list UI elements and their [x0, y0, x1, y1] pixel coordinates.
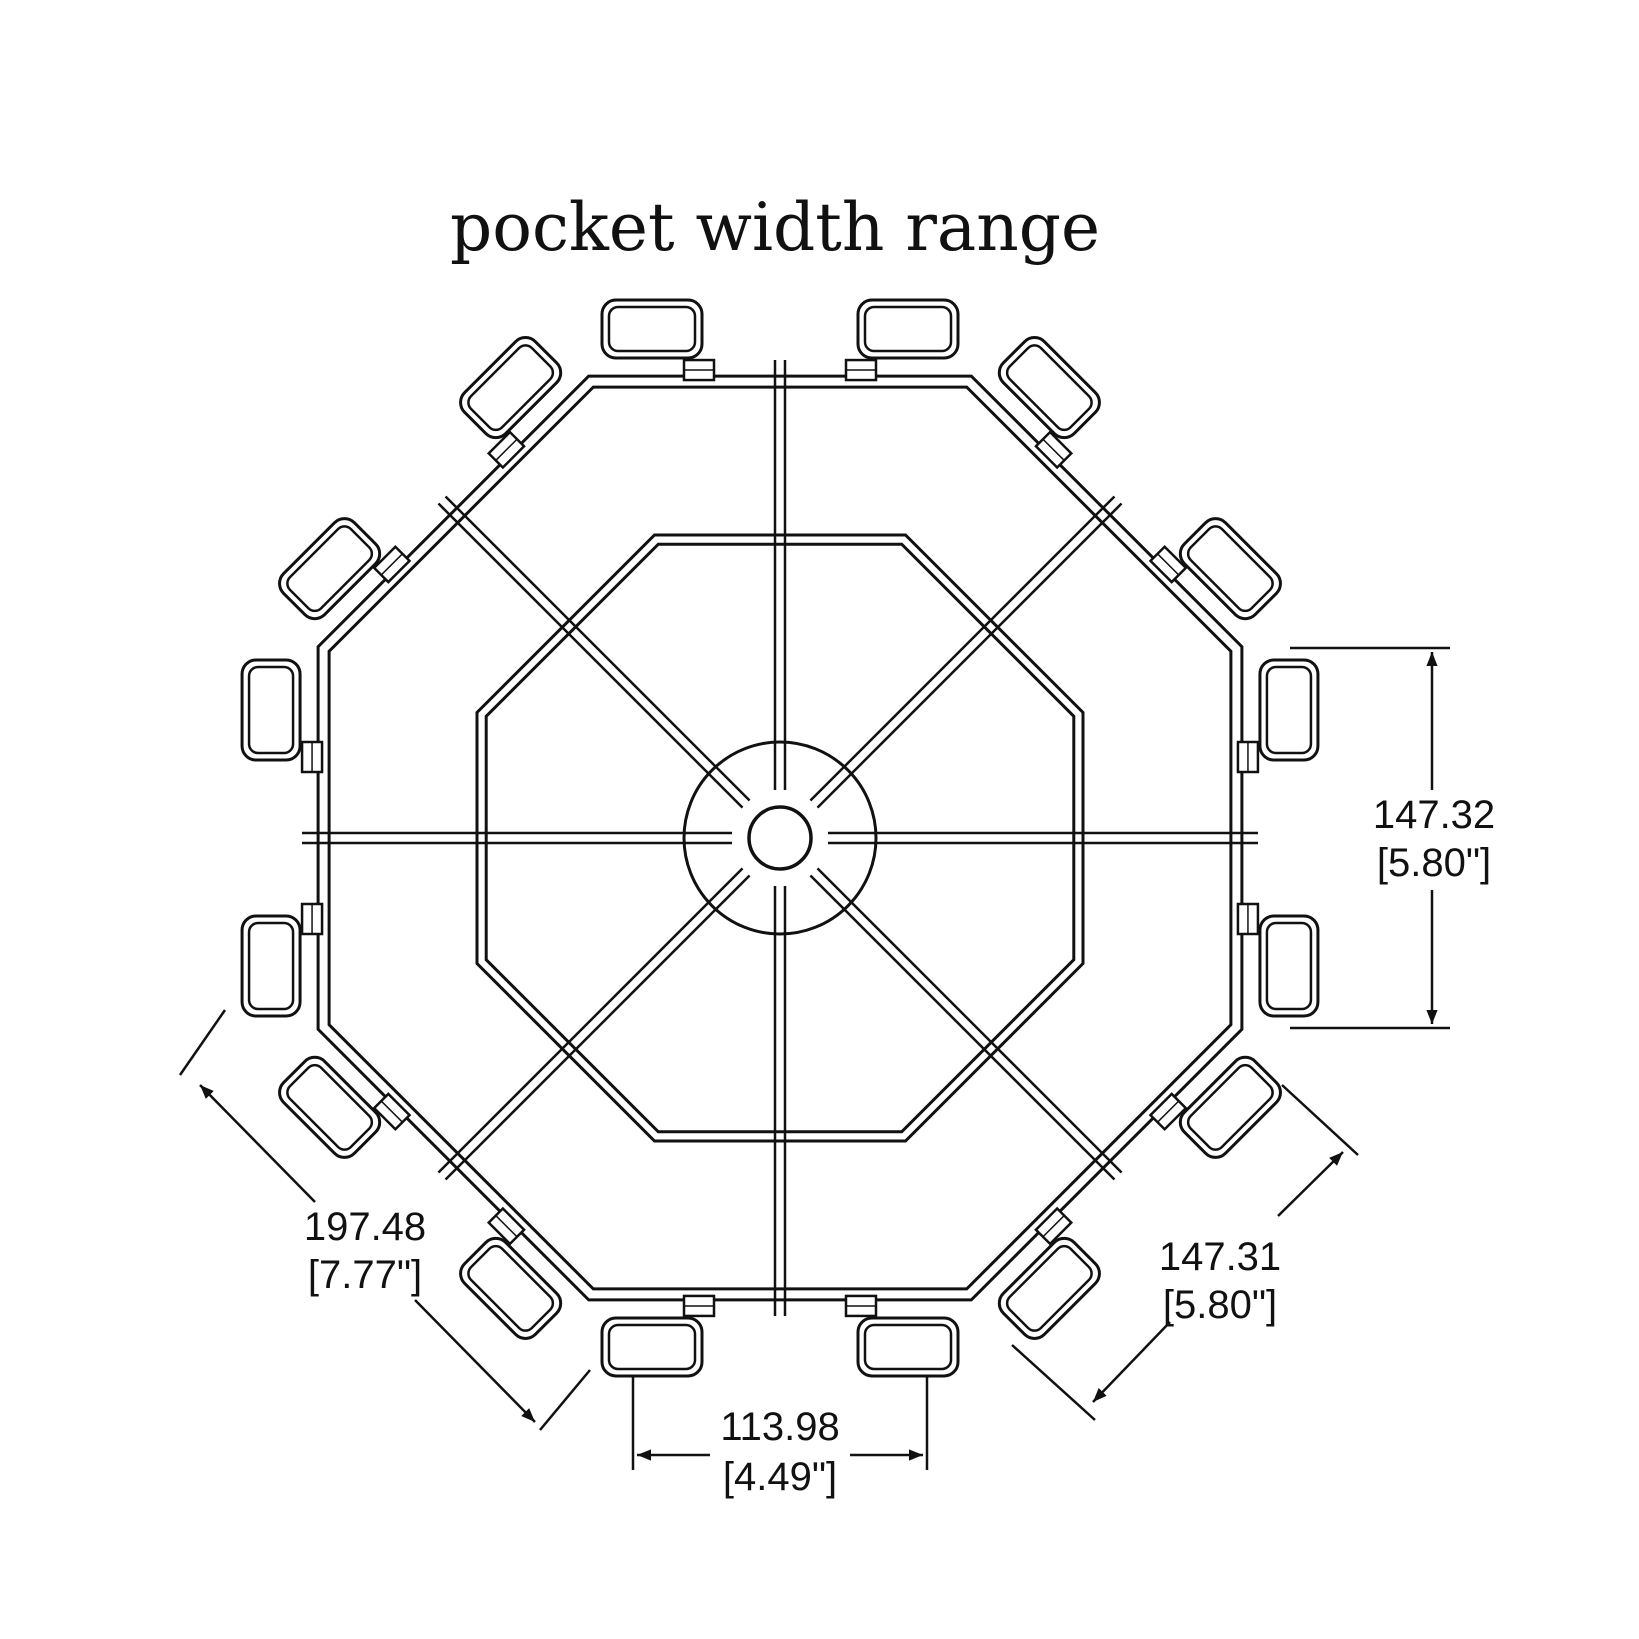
spoke-line	[444, 495, 751, 802]
pocket-outline	[240, 914, 302, 1018]
pocket-brackets	[240, 298, 1320, 1378]
pocket-hinge-line	[1042, 438, 1065, 461]
pocket-bracket	[240, 658, 324, 774]
outer-octagon-inner-edge	[327, 385, 1233, 1291]
pocket-inner	[863, 305, 953, 353]
spoke-line	[809, 874, 1116, 1181]
pocket-inner	[1005, 344, 1093, 432]
pocket-outline	[856, 1316, 960, 1378]
pocket-bracket	[1148, 517, 1282, 621]
pocket-outline	[856, 298, 960, 360]
dimension-bottom-horizontal: 113.98 [4.49"]	[631, 1375, 929, 1499]
pocket-hinge-line	[495, 1215, 518, 1238]
dimension-right-vertical: 147.32 [5.80"]	[1290, 646, 1495, 1030]
pocket-outline	[240, 658, 302, 762]
dimension-bottom-left-diagonal: 197.48 [7.77"]	[178, 1009, 591, 1431]
pocket-outline	[1178, 1055, 1282, 1159]
outer-octagon-edge	[316, 374, 1244, 1302]
pocket-outline	[278, 1055, 382, 1159]
dimension-bottom-right-diagonal: 147.31 [5.80"]	[1011, 1084, 1359, 1421]
octagon-frame	[316, 374, 1244, 1302]
pocket-outline	[1258, 914, 1320, 1018]
pocket-bracket	[844, 1294, 960, 1378]
pocket-inner	[467, 344, 555, 432]
spoke-line	[444, 874, 751, 1181]
dimension-inch: [7.77"]	[308, 1253, 422, 1297]
pocket-inner	[1186, 525, 1274, 613]
center-hub	[682, 740, 878, 936]
pocket-inner	[607, 305, 697, 353]
pocket-bracket	[278, 517, 412, 621]
spoke-line	[437, 502, 744, 809]
inner-octagon	[475, 533, 1085, 1143]
pocket-bracket	[459, 336, 563, 470]
pocket-bracket	[997, 1206, 1101, 1340]
pocket-inner	[286, 1063, 374, 1151]
pocket-bracket	[1236, 902, 1320, 1018]
pocket-hinge-line	[495, 438, 518, 461]
pocket-bracket	[459, 1206, 563, 1340]
pocket-outline	[600, 1316, 704, 1378]
pocket-hinge-line	[1157, 1100, 1180, 1123]
pocket-bracket	[844, 298, 960, 382]
pocket-outline	[1258, 658, 1320, 762]
pocket-hinge-line	[1157, 553, 1180, 576]
dimension-inch: [5.80"]	[1377, 841, 1491, 885]
spoke-line	[437, 867, 744, 1174]
diagram-title: pocket width range	[450, 189, 1100, 266]
pocket-inner	[1265, 665, 1313, 755]
pocket-outline	[459, 336, 563, 440]
pocket-outline	[997, 336, 1101, 440]
pocket-inner	[247, 921, 295, 1011]
spoke-line	[816, 502, 1123, 809]
pocket-outline	[1178, 517, 1282, 621]
inner-octagon-inner-line	[484, 542, 1076, 1134]
pocket-inner	[247, 665, 295, 755]
pocket-bracket	[240, 902, 324, 1018]
dimension-value: 147.31	[1159, 1235, 1281, 1279]
pocket-hinge-line	[380, 553, 403, 576]
pocket-inner	[1186, 1063, 1274, 1151]
pocket-inner	[286, 525, 374, 613]
pocket-bracket	[600, 298, 716, 382]
dimension-value: 197.48	[304, 1205, 426, 1249]
pocket-bracket	[600, 1294, 716, 1378]
pocket-inner	[467, 1244, 555, 1332]
pocket-bracket	[278, 1055, 412, 1159]
spoke-line	[809, 495, 1116, 802]
pocket-outline	[459, 1236, 563, 1340]
pocket-inner	[863, 1323, 953, 1371]
spokes	[302, 360, 1258, 1316]
pocket-inner	[1265, 921, 1313, 1011]
hub-outer-circle	[682, 740, 878, 936]
pocket-hinge-line	[380, 1100, 403, 1123]
dimension-value: 147.32	[1373, 793, 1495, 837]
pocket-bracket	[997, 336, 1101, 470]
pocket-bracket	[1236, 658, 1320, 774]
dimension-inch: [5.80"]	[1163, 1283, 1277, 1327]
dimension-value: 113.98	[720, 1405, 839, 1449]
pocket-outline	[600, 298, 704, 360]
pocket-hinge-line	[1042, 1215, 1065, 1238]
spoke-line	[816, 867, 1123, 1174]
pocket-outline	[997, 1236, 1101, 1340]
dimension-inch: [4.49"]	[723, 1455, 837, 1499]
pocket-bracket	[1148, 1055, 1282, 1159]
hub-bore-circle	[747, 805, 813, 871]
pocket-inner	[1005, 1244, 1093, 1332]
pocket-outline	[278, 517, 382, 621]
inner-octagon-outer-line	[475, 533, 1085, 1143]
pocket-inner	[607, 1323, 697, 1371]
